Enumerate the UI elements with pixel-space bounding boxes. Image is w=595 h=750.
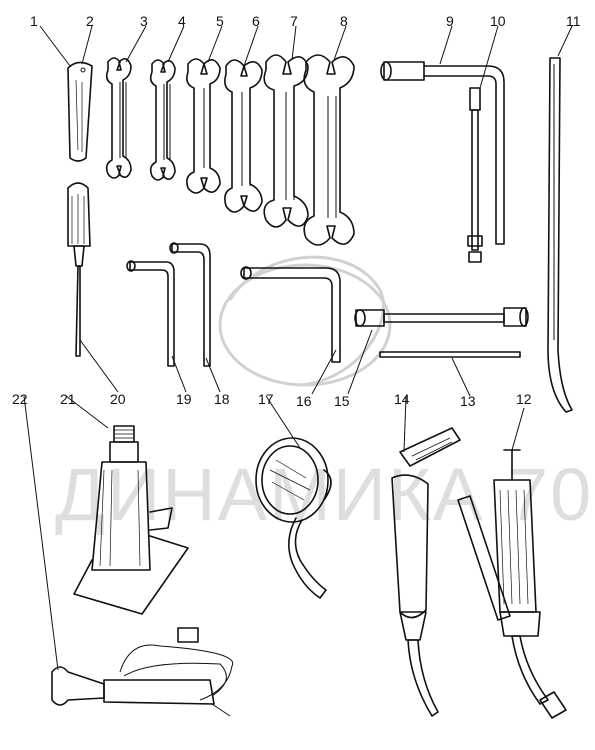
- callout-5: 5: [216, 13, 224, 29]
- tool-12-pump: [457, 449, 567, 719]
- tool-14-grease-gun: [391, 427, 461, 717]
- tool-13-rod: [379, 351, 521, 358]
- wrench-6: [224, 59, 263, 213]
- callout-8: 8: [340, 13, 348, 29]
- callout-18: 18: [214, 391, 230, 407]
- callout-4: 4: [178, 13, 186, 29]
- tool-17-pressure-gauge: [255, 437, 332, 599]
- callout-16: 16: [296, 393, 312, 409]
- watermark-text: ДИНАМИКА 70: [55, 453, 594, 536]
- tool-10-plug-wrench: [467, 87, 483, 263]
- callout-14: 14: [394, 391, 410, 407]
- tool-19-hex-key: [126, 260, 175, 367]
- callout-22: 22: [12, 391, 28, 407]
- callout-11: 11: [566, 13, 581, 29]
- tool-2-handle: [67, 61, 93, 162]
- callout-2: 2: [86, 13, 94, 29]
- tool-11-pry-bar: [547, 57, 573, 413]
- callout-17: 17: [258, 391, 274, 407]
- callout-20: 20: [110, 391, 126, 407]
- callout-3: 3: [140, 13, 148, 29]
- wrench-5: [186, 58, 221, 194]
- callout-7: 7: [290, 13, 298, 29]
- tool-18-hex-key: [169, 242, 211, 367]
- tool-9-box-spanner: [380, 61, 505, 245]
- tool-15-tube-spanner: [354, 307, 529, 327]
- callout-1: 1: [30, 13, 38, 29]
- leader-lines: [23, 25, 573, 671]
- wrench-7: [263, 54, 309, 228]
- callout-15: 15: [334, 393, 350, 409]
- callout-10: 10: [490, 13, 506, 29]
- tool-22-funnel-hose: [51, 627, 234, 717]
- tool-20-screwdriver: [67, 182, 91, 357]
- callout-12: 12: [516, 391, 532, 407]
- callout-6: 6: [252, 13, 260, 29]
- wrench-4: [149, 59, 176, 181]
- tool-21-jack: [73, 425, 189, 615]
- wrench-3: [105, 57, 132, 179]
- wrench-8: [303, 54, 355, 246]
- tool-16-socket-key: [240, 266, 341, 363]
- callout-13: 13: [460, 393, 476, 409]
- callout-19: 19: [176, 391, 192, 407]
- callout-21: 21: [60, 391, 76, 407]
- callout-9: 9: [446, 13, 454, 29]
